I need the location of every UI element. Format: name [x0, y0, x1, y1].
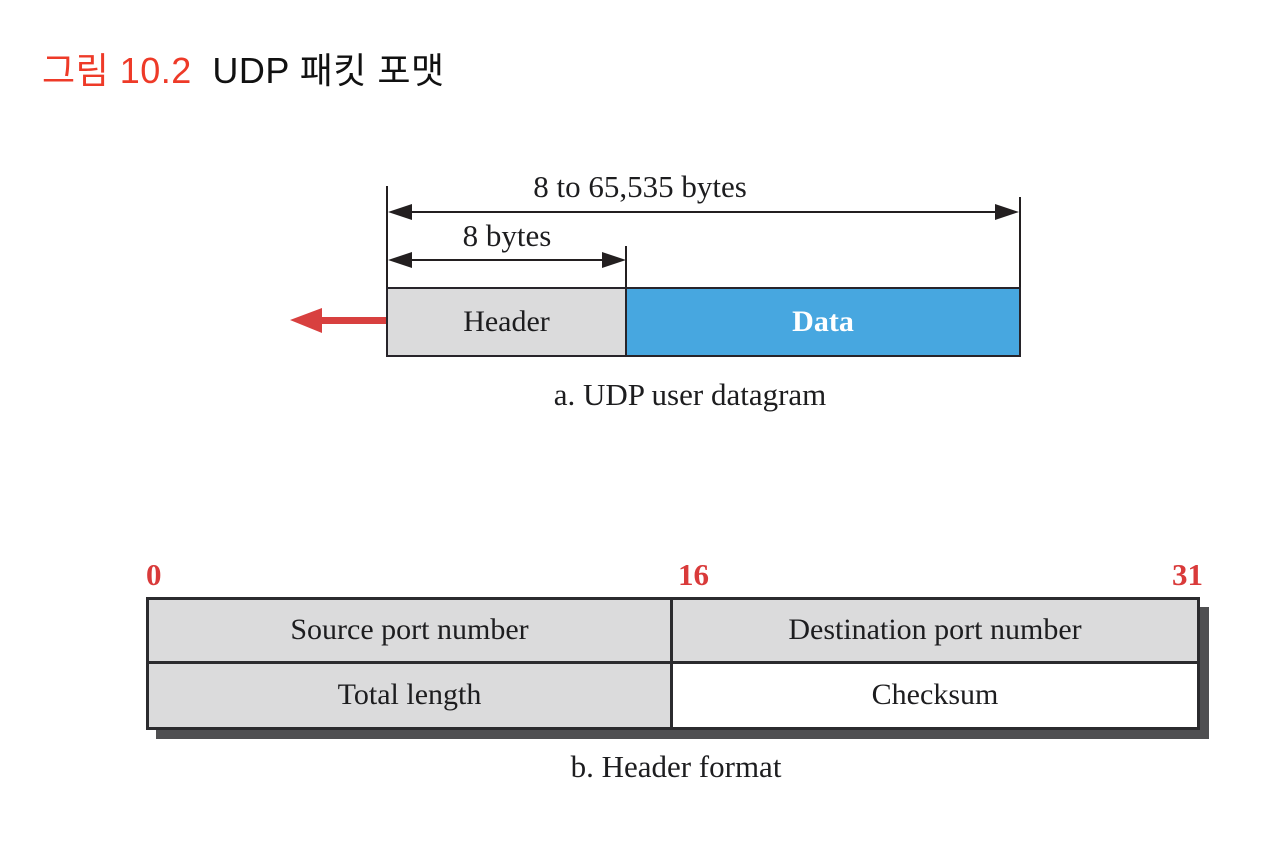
header-size-arrow — [388, 252, 626, 268]
arrow-shaft — [406, 211, 1001, 213]
figure-title-text: UDP 패킷 포맷 — [212, 50, 445, 91]
extent-line-right — [1019, 197, 1021, 287]
arrow-right-head-icon — [602, 252, 626, 268]
field-checksum: Checksum — [673, 663, 1197, 727]
caption-b: b. Header format — [570, 749, 782, 784]
arrow-left-head-icon — [388, 204, 412, 220]
figure-number: 그림 10.2 — [42, 50, 192, 91]
caption-a: a. UDP user datagram — [553, 377, 827, 412]
datagram-header-cell: Header — [388, 289, 627, 355]
field-total-length: Total length — [149, 663, 673, 727]
transmit-direction-arrow-icon — [290, 308, 387, 333]
bit-label-0: 0 — [146, 557, 162, 592]
header-size-label: 8 bytes — [462, 218, 552, 253]
figure-title: 그림 10.2 UDP 패킷 포맷 — [42, 42, 445, 94]
field-source-port: Source port number — [149, 600, 673, 664]
udp-datagram-box: Header Data — [386, 287, 1021, 357]
total-size-arrow — [388, 204, 1019, 220]
arrow-right-head-icon — [995, 204, 1019, 220]
extent-line-header-boundary — [625, 246, 627, 287]
total-size-label: 8 to 65,535 bytes — [533, 169, 747, 204]
bit-label-31: 31 — [1172, 557, 1203, 592]
extent-line-left — [386, 186, 388, 287]
datagram-data-cell: Data — [627, 289, 1019, 355]
bit-label-16: 16 — [678, 557, 709, 592]
red-arrow-shaft — [316, 317, 387, 324]
header-format-table: Source port number Destination port numb… — [146, 597, 1200, 730]
arrow-left-head-icon — [388, 252, 412, 268]
arrow-shaft — [406, 259, 608, 261]
field-destination-port: Destination port number — [673, 600, 1197, 664]
